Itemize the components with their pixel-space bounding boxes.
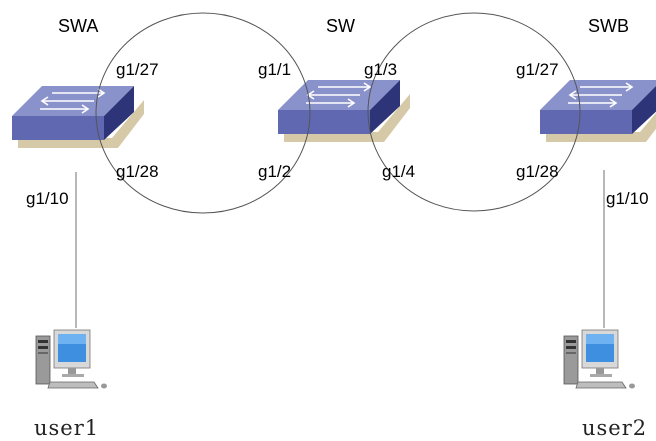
port-label-sw-g13: g1/3 (364, 60, 398, 79)
pc-user2[interactable] (563, 329, 636, 389)
ring-left (95, 12, 311, 214)
user-label-user1: user1 (34, 416, 100, 440)
pc-user1[interactable] (35, 329, 108, 389)
port-label-sw-g11: g1/1 (258, 60, 292, 79)
switch-label-sw: SW (326, 16, 355, 36)
switch-label-swa: SWA (58, 16, 99, 36)
switch-sw[interactable] (277, 79, 411, 143)
port-label-swb-g128: g1/28 (516, 162, 559, 181)
switch-swa[interactable] (11, 85, 145, 149)
port-label-swa-g110: g1/10 (26, 189, 69, 208)
port-label-sw-g12: g1/2 (258, 162, 292, 181)
ring-right (367, 12, 581, 212)
port-label-swb-g110: g1/10 (606, 189, 649, 208)
port-label-sw-g14: g1/4 (382, 162, 416, 181)
port-label-swb-g127: g1/27 (516, 60, 559, 79)
port-label-swa-g128: g1/28 (116, 162, 159, 181)
user-label-user2: user2 (582, 416, 648, 440)
switch-label-swb: SWB (588, 16, 630, 36)
port-label-swa-g127: g1/27 (116, 60, 159, 79)
switch-swb[interactable] (539, 79, 656, 143)
